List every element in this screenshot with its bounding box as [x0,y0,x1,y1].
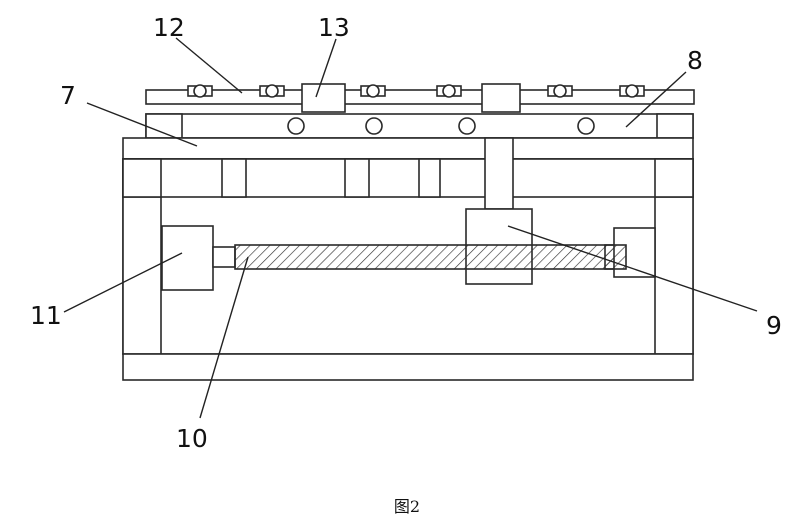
roller [360,84,386,98]
callout-11: 11 [30,301,62,330]
leader-12 [175,37,243,94]
callout-9: 9 [766,311,782,340]
top-rail [145,89,695,105]
leader-8 [625,71,687,128]
motor [161,225,214,291]
callout-12: 12 [153,13,185,42]
plate-hole [365,117,383,135]
lead-screw [234,244,627,270]
roller [436,84,462,98]
upper-plate-end-left [145,113,183,139]
plate-hole [577,117,595,135]
lead-screw-end [604,244,627,270]
figure-caption: 图2 [394,497,420,516]
base-beam [122,353,694,381]
coupling [212,246,236,268]
frame-post-left-top [122,158,162,198]
callout-8: 8 [687,46,703,75]
callout-13: 13 [318,13,350,42]
roller [187,84,213,98]
support-block [221,158,247,198]
roller-row [187,84,645,98]
frame-post-right-top [654,158,694,198]
plate-hole [458,117,476,135]
roller [547,84,573,98]
frame-upper-band [122,158,694,198]
leader-10 [199,256,249,419]
support-block [344,158,370,198]
slider-block-left [301,83,346,113]
leader-11 [63,252,183,313]
roller [259,84,285,98]
support-block [418,158,441,198]
leader-7 [86,102,198,147]
plate-hole [287,117,305,135]
slider-block-right [481,83,521,113]
vertical-rod [484,137,514,210]
roller [619,84,645,98]
upper-plate-end-right [656,113,694,139]
leader-9 [507,225,758,312]
callout-10: 10 [176,424,208,453]
top-beam [122,137,694,160]
leader-13 [315,38,337,98]
callout-7: 7 [60,81,76,110]
upper-plate [145,113,694,139]
